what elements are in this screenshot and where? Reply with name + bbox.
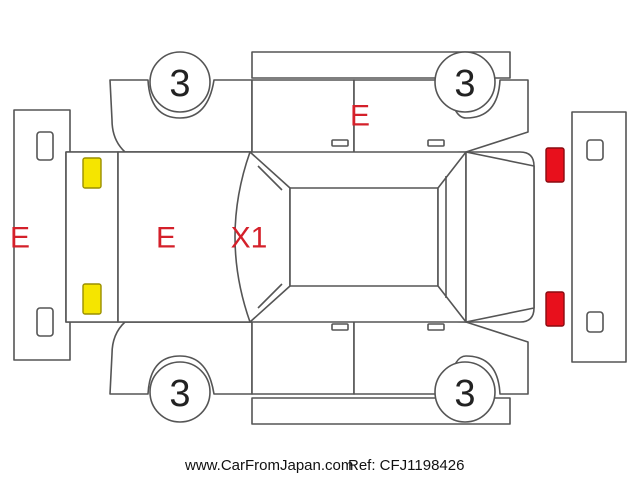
tire-front-right: 3 (149, 361, 211, 423)
car-top-view (65, 151, 535, 323)
tire-front-left-grade: 3 (169, 63, 190, 105)
mark-hood: E (156, 222, 176, 255)
front-left-lamp (82, 157, 102, 189)
mark-windshield: X1 (231, 222, 268, 255)
front-bumper (13, 109, 71, 361)
tire-rear-right: 3 (434, 361, 496, 423)
tire-rear-right-grade: 3 (454, 373, 475, 415)
rear-bumper (571, 111, 627, 363)
tire-rear-left-grade: 3 (454, 63, 475, 105)
mark-right-rear-door: E (350, 100, 370, 133)
rear-right-lamp (545, 291, 565, 327)
tire-rear-left: 3 (434, 51, 496, 113)
front-right-lamp (82, 283, 102, 315)
footer-site: www.CarFromJapan.com (184, 457, 353, 474)
tire-front-left: 3 (149, 51, 211, 113)
rear-left-lamp (545, 147, 565, 183)
tire-front-right-grade: 3 (169, 373, 190, 415)
footer-ref: Ref: CFJ1198426 (348, 457, 464, 474)
mark-front-bumper: E (10, 222, 30, 255)
